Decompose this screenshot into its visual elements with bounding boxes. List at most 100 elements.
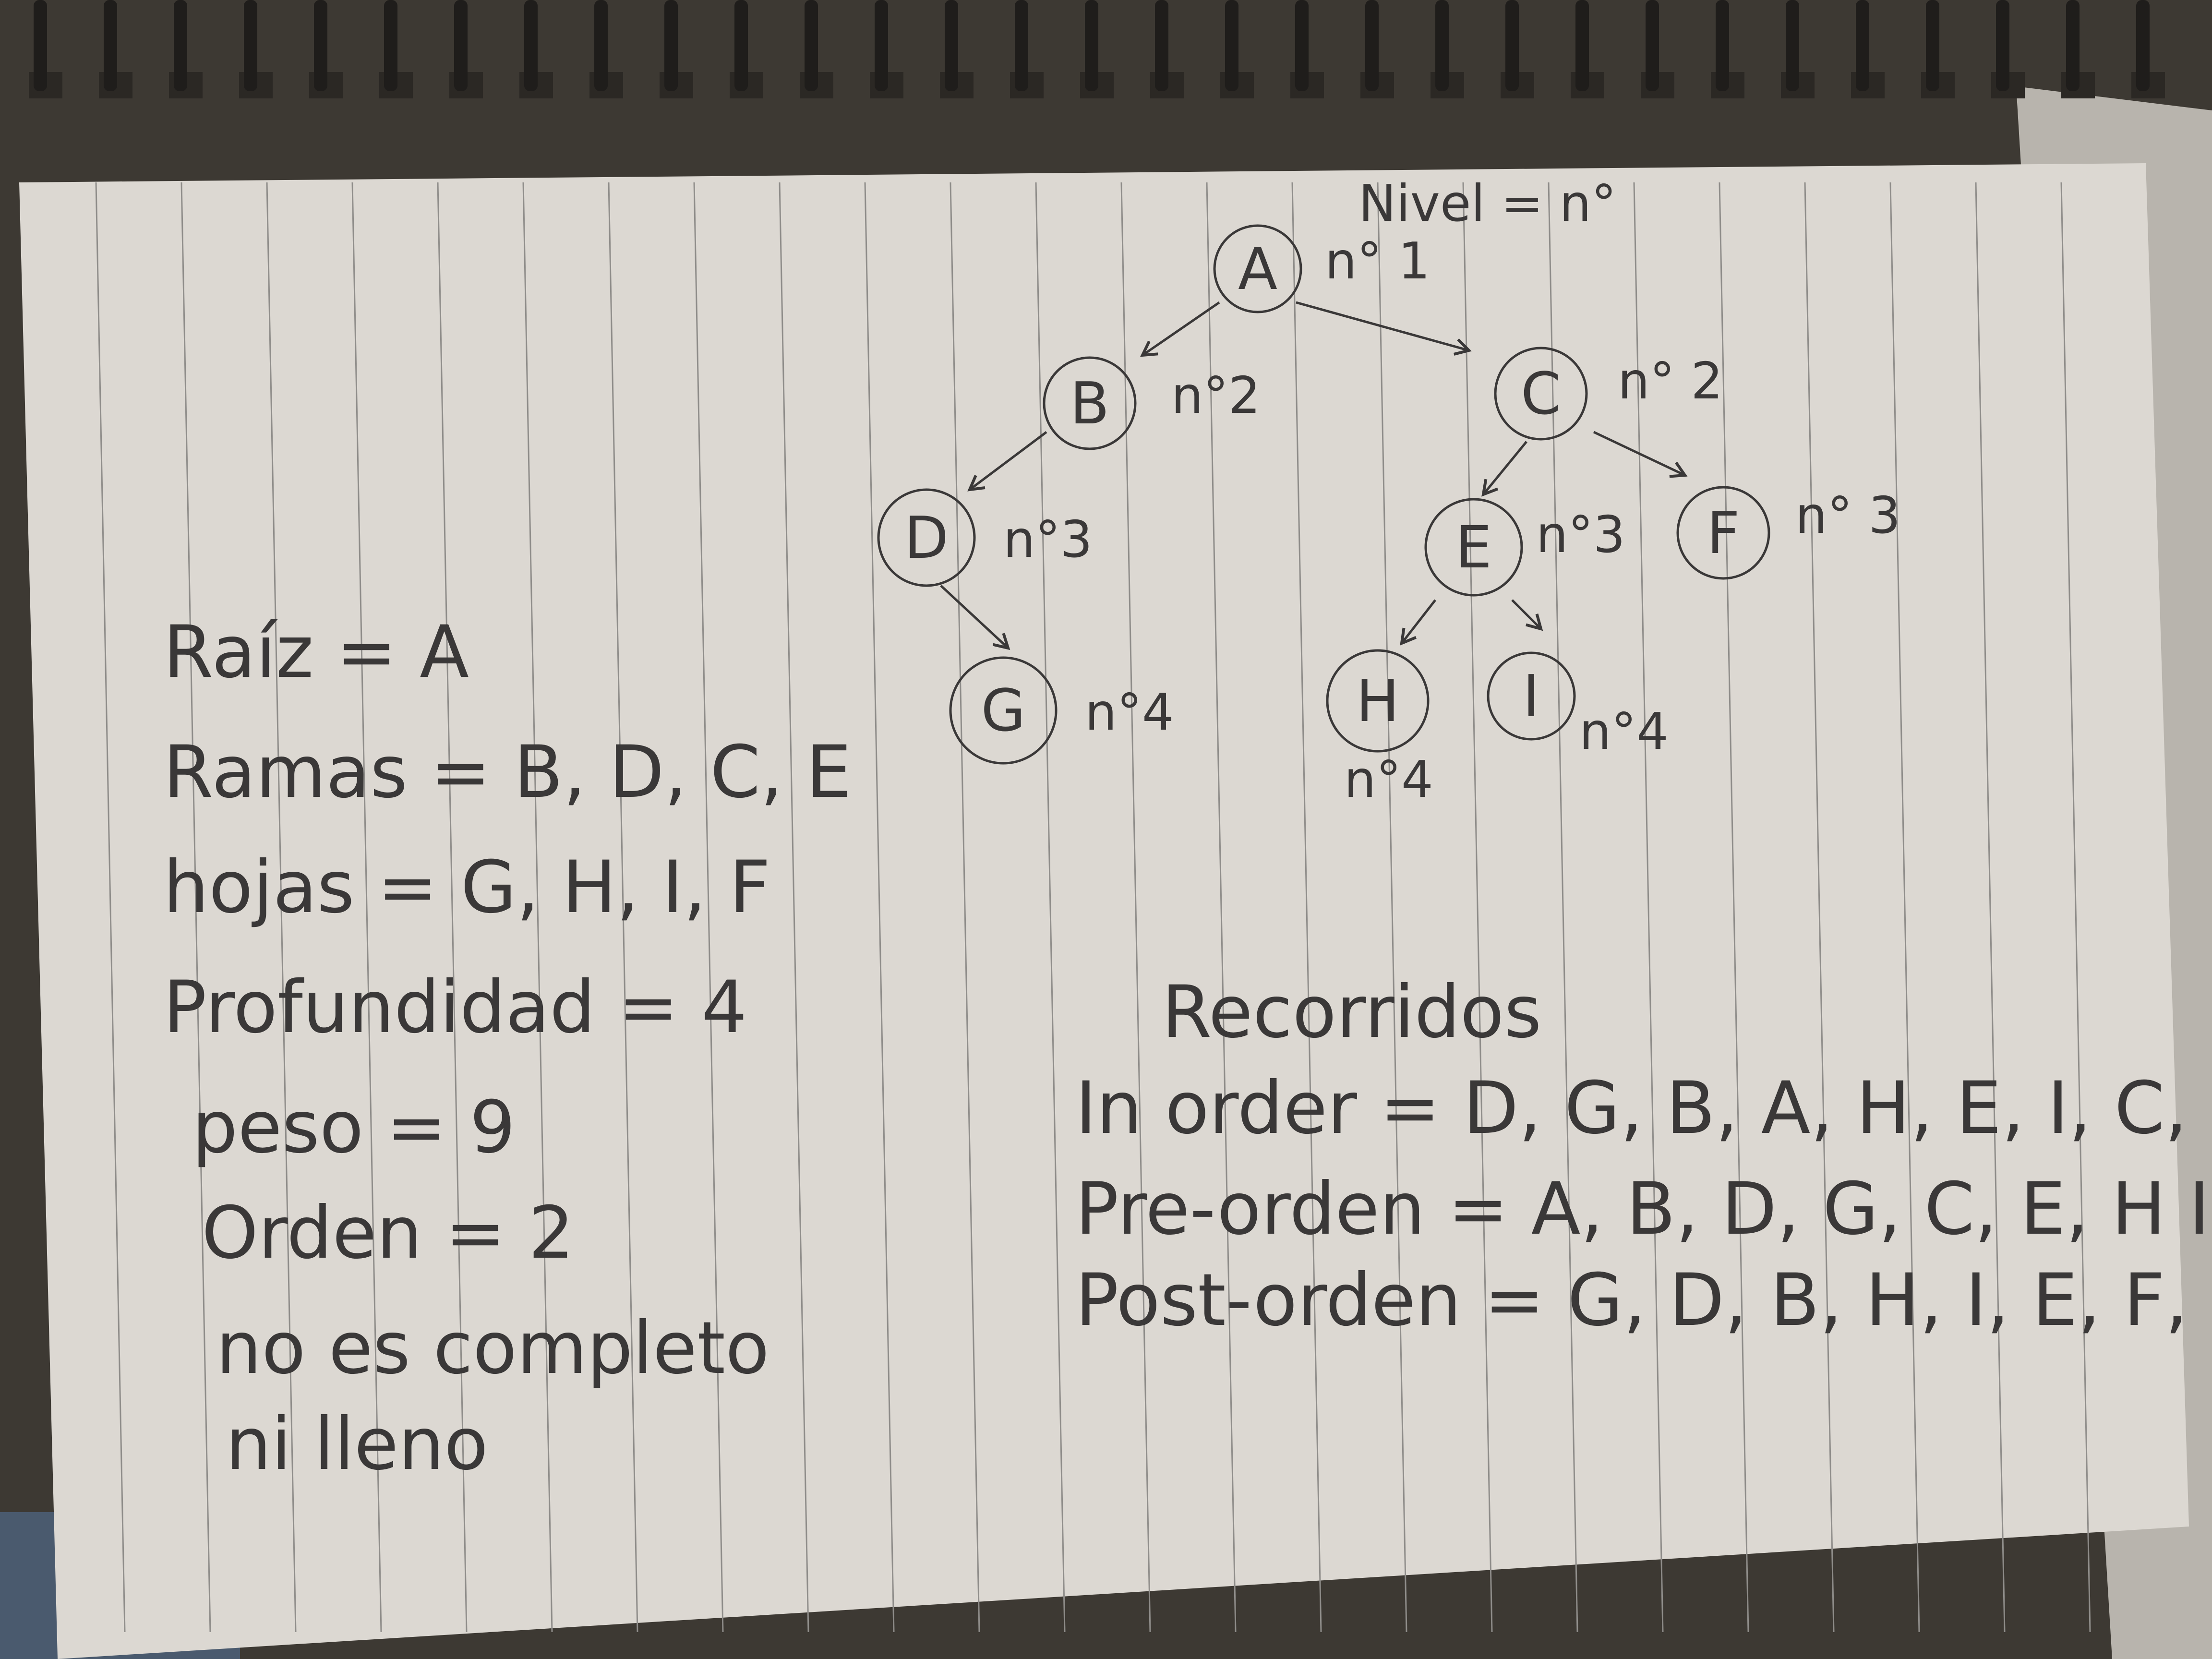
spiral-ring	[1085, 0, 1098, 91]
ruled-line	[1291, 182, 1322, 1633]
node-h: H n°4	[1326, 649, 1433, 809]
ruled-line	[1719, 182, 1749, 1633]
spiral-ring	[2066, 0, 2080, 91]
spiral-ring	[1575, 0, 1589, 91]
spiral-ring	[1926, 0, 1939, 91]
node-d-level: n°3	[1003, 510, 1093, 569]
ruled-line	[351, 182, 382, 1633]
node-h-label: H	[1356, 668, 1399, 735]
spiral-ring	[805, 0, 818, 91]
ruled-line	[180, 182, 211, 1633]
edge-a-c	[1296, 301, 1472, 356]
raiz-line: Raíz = A	[163, 611, 469, 694]
node-c-level: n° 2	[1618, 352, 1723, 410]
spiral-ring	[174, 0, 187, 91]
ruled-line	[266, 182, 297, 1633]
spiral-ring	[1716, 0, 1729, 91]
node-f-level: n° 3	[1795, 486, 1900, 545]
spiral-ring	[1856, 0, 1869, 91]
ruled-line	[779, 182, 809, 1633]
node-d-label: D	[904, 505, 949, 572]
ruled-line	[437, 182, 468, 1633]
spiral-ring	[1295, 0, 1309, 91]
edge-c-f	[1593, 431, 1688, 478]
level-heading: Nivel = n°	[1358, 174, 1616, 233]
ruled-line	[1548, 182, 1578, 1633]
edge-c-e	[1481, 441, 1527, 497]
node-b-label: B	[1070, 371, 1109, 437]
spiral-ring	[384, 0, 397, 91]
spiral-ring	[1786, 0, 1799, 91]
spiral-ring	[1996, 0, 2009, 91]
peso-line: peso = 9	[192, 1086, 516, 1169]
spiral-ring	[734, 0, 748, 91]
ruled-line	[1633, 182, 1664, 1633]
edge-e-h	[1400, 599, 1436, 646]
pre-order-line: Pre-orden = A, B, D, G, C, E, H I, F	[1075, 1167, 2212, 1251]
ruled-line	[522, 182, 553, 1633]
node-i-label: I	[1523, 663, 1539, 730]
spiral-ring	[875, 0, 888, 91]
spiral-ring	[104, 0, 117, 91]
node-d: D n°3	[877, 488, 1093, 587]
node-i: I n°4	[1487, 651, 1669, 761]
spiral-ring	[1435, 0, 1449, 91]
spiral-ring	[454, 0, 468, 91]
node-f: F n° 3	[1676, 486, 1900, 580]
node-g-level: n°4	[1085, 683, 1174, 742]
spiral-binding	[29, 0, 2165, 98]
edge-d-g	[940, 585, 1010, 650]
node-g: G n°4	[949, 656, 1174, 765]
ruled-line	[950, 182, 980, 1633]
ruled-line	[1377, 182, 1407, 1633]
node-g-label: G	[981, 678, 1026, 745]
orden-line: Orden = 2	[202, 1191, 574, 1275]
node-a-label: A	[1238, 236, 1277, 303]
ruled-line	[1462, 182, 1493, 1633]
spiral-ring	[314, 0, 327, 91]
node-e-label: E	[1455, 515, 1492, 581]
spiral-ring	[2136, 0, 2150, 91]
tree-diagram: Nivel = n° A n° 1 B n°2 C n° 2 D n°3	[877, 174, 1900, 809]
hojas-line: hojas = G, H, I, F	[163, 846, 770, 929]
node-e-level: n°3	[1536, 505, 1625, 564]
node-f-label: F	[1707, 500, 1740, 567]
spiral-ring	[1015, 0, 1028, 91]
node-b: B n°2	[1043, 356, 1261, 450]
node-i-level: n°4	[1579, 702, 1669, 761]
ruled-line	[1804, 182, 1835, 1633]
edge-e-i	[1511, 599, 1543, 631]
ruled-line	[1889, 182, 1920, 1633]
node-a: A n° 1	[1213, 224, 1430, 313]
spiral-ring	[524, 0, 538, 91]
edge-b-d	[967, 431, 1047, 492]
spiral-ring	[1225, 0, 1238, 91]
traversals: Recorridos In order = D, G, B, A, H, E, …	[1075, 971, 2212, 1342]
ruled-lines	[95, 182, 2091, 1633]
traversals-heading: Recorridos	[1162, 971, 1542, 1054]
ruled-line	[693, 182, 724, 1633]
spiral-ring	[244, 0, 257, 91]
ruled-line	[95, 182, 126, 1633]
node-b-level: n°2	[1171, 366, 1261, 425]
node-h-level: n°4	[1344, 750, 1433, 809]
ruled-line	[2060, 182, 2091, 1633]
completo-line-1: no es completo	[216, 1307, 769, 1390]
ruled-line	[1975, 182, 2006, 1633]
ruled-line	[1206, 182, 1237, 1633]
node-c: C n° 2	[1494, 347, 1723, 441]
ruled-line	[1035, 182, 1066, 1633]
spiral-ring	[1155, 0, 1168, 91]
spiral-ring	[1365, 0, 1379, 91]
spiral-ring	[594, 0, 608, 91]
spiral-ring	[34, 0, 47, 91]
node-a-level: n° 1	[1325, 232, 1430, 290]
edge-a-b	[1140, 301, 1220, 357]
ramas-line: Ramas = B, D, C, E	[163, 731, 852, 814]
in-order-line: In order = D, G, B, A, H, E, I, C, F	[1075, 1067, 2212, 1150]
spiral-ring	[1646, 0, 1659, 91]
completo-line-2: ni lleno	[226, 1403, 488, 1486]
node-c-label: C	[1521, 361, 1561, 428]
ruled-line	[864, 182, 895, 1633]
